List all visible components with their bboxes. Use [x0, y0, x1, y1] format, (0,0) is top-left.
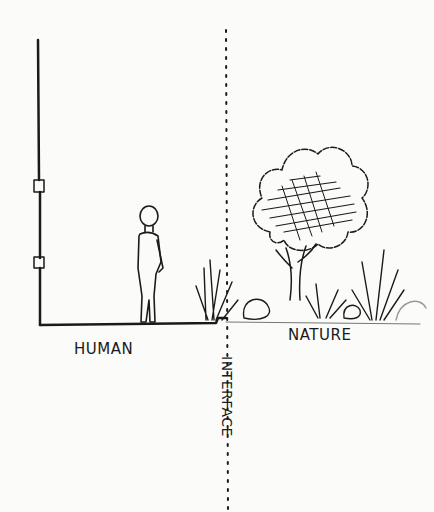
- wall-bracket: [34, 180, 44, 192]
- interface-line: [226, 30, 228, 512]
- human-figure: [138, 206, 163, 322]
- wall-line: [38, 40, 40, 325]
- tree: [253, 147, 368, 300]
- wall-bracket: [34, 257, 44, 268]
- zone-label: NATURE: [288, 326, 351, 344]
- interface-label: INTERFACE: [219, 356, 235, 437]
- zone-label: HUMAN: [74, 340, 133, 358]
- plants: [196, 250, 426, 320]
- ground-line-nature: [226, 322, 420, 324]
- ground-line: [40, 318, 226, 325]
